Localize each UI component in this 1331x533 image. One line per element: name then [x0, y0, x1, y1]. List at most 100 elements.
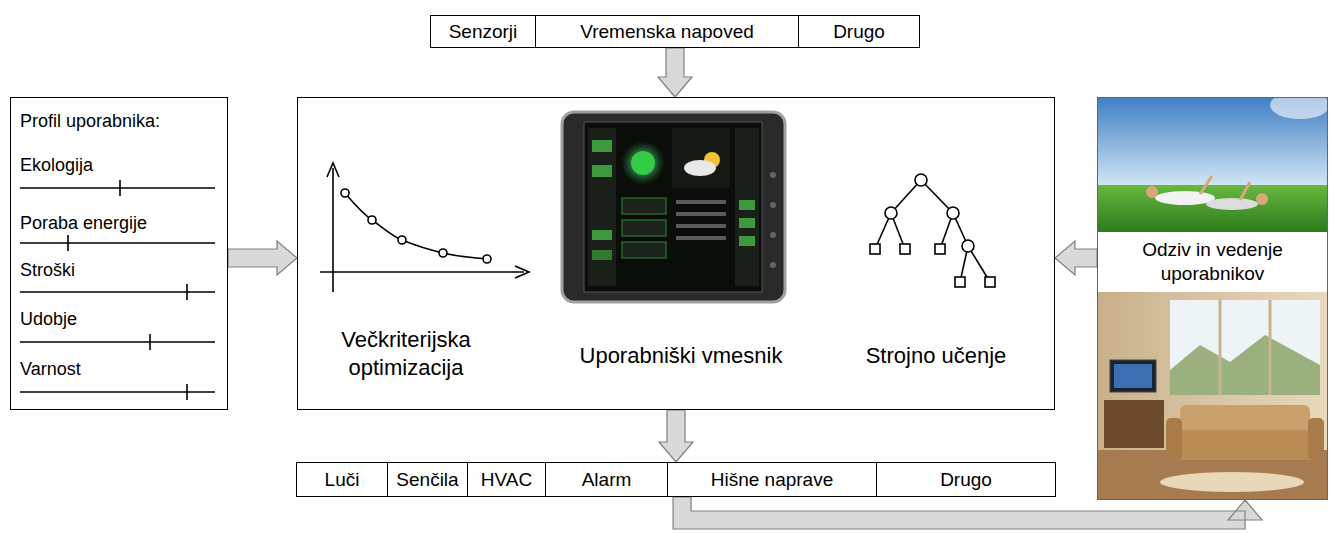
- text-label: Uporabniški vmesnik: [546, 342, 816, 370]
- text-slot: Strojno učenje: [851, 342, 1021, 370]
- outdoor-photo: [1146, 186, 1158, 198]
- system-box: Večkriterijska optimizacija Uporabniški v…: [297, 97, 1055, 410]
- living-room-photo: [1110, 360, 1156, 392]
- living-room-photo: [1166, 418, 1182, 460]
- tablet-illustration: [735, 128, 759, 286]
- tablet-illustration: [739, 200, 755, 210]
- decision-tree: [935, 244, 945, 254]
- bar-cell: Senzorji: [431, 16, 536, 47]
- decision-tree: [870, 174, 995, 287]
- bar-cell: Alarm: [546, 463, 668, 496]
- text-label: Strojno učenje: [851, 342, 1021, 370]
- bar-cell: Drugo: [877, 463, 1055, 496]
- tablet-illustration: [584, 122, 762, 292]
- text-slot: Večkriterijska optimizacija: [321, 326, 491, 382]
- decision-tree: [955, 277, 965, 287]
- block-arrow: [1055, 241, 1097, 275]
- text-label: Stroški: [20, 259, 220, 282]
- text-slot: Stroški: [20, 259, 220, 282]
- tablet-illustration: [739, 236, 755, 246]
- block-arrow: [659, 410, 693, 462]
- living-room-photo: [1097, 292, 1328, 500]
- outdoor-photo: [1097, 91, 1330, 232]
- text-slot: Varnost: [20, 358, 220, 381]
- tablet-illustration: [770, 202, 776, 208]
- pareto-chart: [332, 168, 334, 292]
- outdoor-photo: [1097, 185, 1328, 232]
- tablet-illustration: [562, 112, 785, 302]
- tablet-illustration: [588, 128, 616, 286]
- tablet-illustration: [622, 198, 666, 214]
- tablet-illustration: [672, 128, 730, 188]
- pareto-chart: [439, 249, 447, 257]
- pareto-chart: [345, 193, 487, 259]
- decision-tree: [915, 174, 927, 186]
- input-bar: SenzorjiVremenska napovedDrugo: [430, 15, 920, 48]
- bar-cell: Drugo: [799, 16, 919, 47]
- bar-cell: Senčila: [388, 463, 468, 496]
- slider-lines: [149, 334, 151, 350]
- pareto-chart: [398, 236, 406, 244]
- decision-tree: [870, 244, 880, 254]
- living-room-photo: [1170, 300, 1320, 395]
- text-label: Odziv in vedenje uporabnikov: [1102, 238, 1323, 286]
- text-slot: Udobje: [20, 308, 220, 331]
- decision-tree: [921, 180, 953, 213]
- living-room-photo: [1170, 430, 1320, 460]
- living-room-photo: [1219, 300, 1222, 395]
- slider-lines: [119, 180, 121, 196]
- living-room-photo: [1160, 472, 1304, 492]
- output-bar: LučiSenčilaHVACAlarmHišne napraveDrugo: [296, 462, 1056, 497]
- block-arrow: [228, 241, 297, 275]
- slider-lines: [186, 384, 188, 400]
- text-label: Varnost: [20, 358, 220, 381]
- outdoor-photo: [1206, 198, 1258, 210]
- tablet-illustration: [631, 151, 655, 175]
- tablet-illustration: [592, 140, 612, 152]
- block-arrow: [658, 48, 692, 97]
- tablet-illustration: [684, 160, 716, 176]
- users-panel: Odziv in vedenje uporabnikov: [1097, 97, 1328, 500]
- tablet-illustration: [592, 230, 612, 240]
- tablet-illustration: [676, 212, 726, 216]
- outdoor-photo: [1155, 191, 1215, 205]
- tablet-illustration: [592, 250, 612, 260]
- pareto-chart: [320, 271, 524, 273]
- tablet-illustration: [562, 112, 785, 302]
- decision-tree: [885, 207, 897, 219]
- living-room-photo: [1269, 300, 1272, 395]
- bar-cell: HVAC: [468, 463, 546, 496]
- text-slot: Odziv in vedenje uporabnikov: [1102, 238, 1323, 286]
- slider-lines: [67, 235, 69, 251]
- text-label: Večkriterijska optimizacija: [321, 326, 491, 382]
- living-room-photo: [1170, 335, 1320, 395]
- text-slot: Uporabniški vmesnik: [546, 342, 816, 370]
- text-label: Poraba energije: [20, 212, 220, 235]
- tablet-illustration: [676, 236, 726, 240]
- outdoor-photo: [1270, 91, 1330, 119]
- tablet-illustration: [770, 172, 776, 178]
- tablet-illustration: [770, 232, 776, 238]
- slider-lines: [20, 187, 215, 189]
- tablet-illustration: [622, 220, 666, 236]
- pareto-chart: [515, 266, 529, 278]
- text-label: Ekologija: [20, 154, 220, 177]
- slider-lines: [20, 242, 215, 244]
- tablet-illustration: [592, 165, 612, 177]
- decision-tree: [900, 244, 910, 254]
- outdoor-photo: [1200, 176, 1212, 194]
- text-slot: Profil uporabnika:: [20, 110, 220, 133]
- text-slot: Poraba energije: [20, 212, 220, 235]
- decision-tree: [962, 240, 974, 252]
- bar-cell: Hišne naprave: [668, 463, 877, 496]
- tablet-illustration: [676, 200, 726, 204]
- outdoor-photo: [1256, 193, 1268, 205]
- living-room-photo: [1114, 364, 1152, 388]
- slider-lines: [20, 391, 215, 393]
- slider-lines: [20, 291, 215, 293]
- profile-box: Profil uporabnika: EkologijaPoraba energi…: [10, 97, 228, 410]
- tablet-illustration: [770, 262, 776, 268]
- bar-cell: Vremenska napoved: [536, 16, 799, 47]
- slider-lines: [186, 284, 188, 300]
